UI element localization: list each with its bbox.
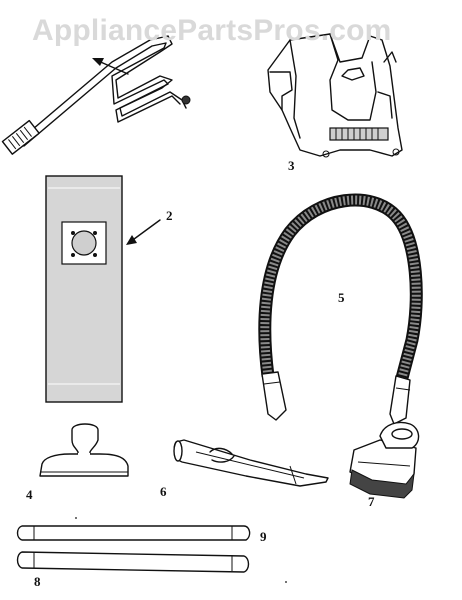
extension-wand-lower xyxy=(16,551,250,573)
dusting-brush-part xyxy=(349,421,420,499)
callout-part-5: 5 xyxy=(338,290,345,305)
dust-bag-part xyxy=(45,175,123,403)
callout-part-7: 7 xyxy=(368,494,375,509)
site-watermark: AppliancePartsPros.com xyxy=(32,14,392,47)
power-cord-part xyxy=(1,35,191,155)
flexible-hose-part xyxy=(258,193,423,425)
callout-part-3: 3 xyxy=(288,158,295,173)
callout-part-6: 6 xyxy=(160,484,167,499)
upholstery-tool-part xyxy=(39,423,129,477)
pointer-arrow-bag xyxy=(126,219,161,245)
callout-part-8: 8 xyxy=(34,574,41,589)
extension-wand-upper xyxy=(16,525,251,541)
bracket-housing-part xyxy=(267,33,403,158)
callout-part-9: 9 xyxy=(260,529,267,544)
pointer-arrow-cord xyxy=(92,58,129,75)
callout-part-2: 2 xyxy=(166,208,173,223)
callout-part-4: 4 xyxy=(26,487,33,502)
crevice-tool-part xyxy=(173,439,329,487)
